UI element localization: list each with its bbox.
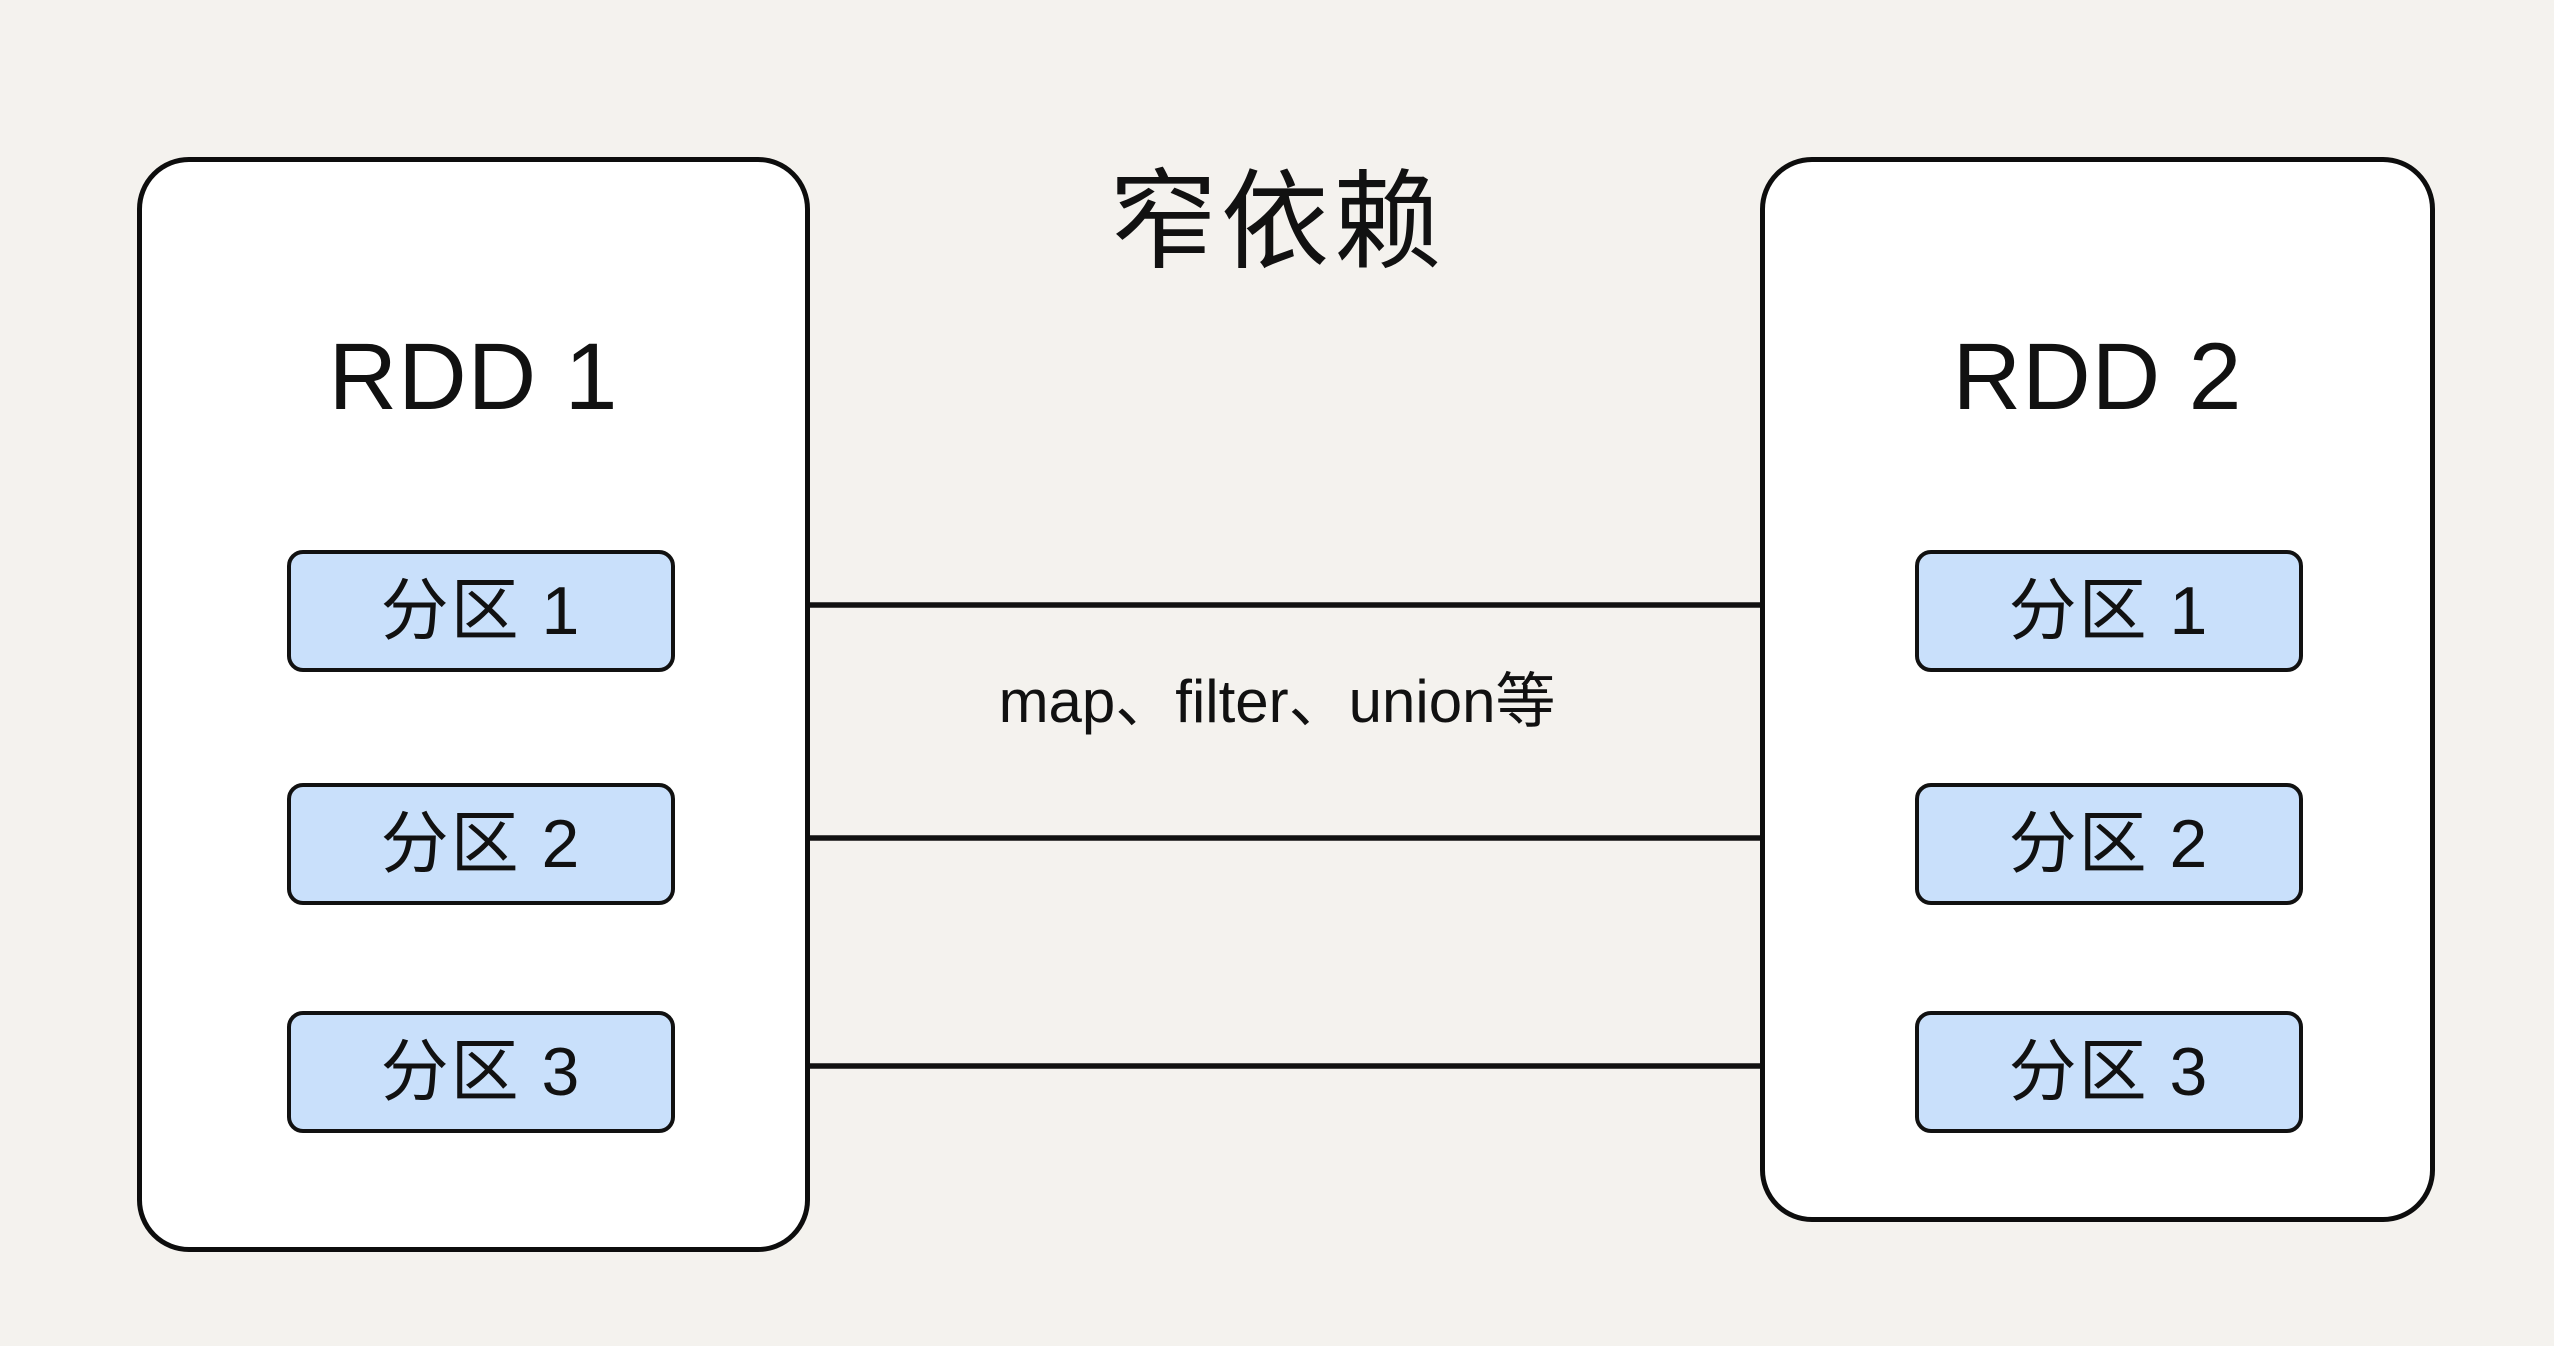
rdd1-partition-1-label: 分区 1 — [380, 573, 582, 649]
rdd2-partition-3: 分区 3 — [1915, 1011, 2303, 1133]
rdd1-container: RDD 1 分区 1 分区 2 分区 3 — [137, 157, 810, 1252]
rdd2-partition-1: 分区 1 — [1915, 550, 2303, 672]
diagram-title: 窄依赖 — [1108, 161, 1445, 282]
rdd2-partition-2: 分区 2 — [1915, 783, 2303, 905]
rdd1-partition-3: 分区 3 — [287, 1011, 675, 1133]
rdd1-partition-2-label: 分区 2 — [380, 806, 582, 882]
operations-label: map、filter、union等 — [998, 668, 1556, 735]
rdd2-partition-3-label: 分区 3 — [2008, 1034, 2210, 1110]
rdd1-partition-3-label: 分区 3 — [380, 1034, 582, 1110]
rdd2-container: RDD 2 分区 1 分区 2 分区 3 — [1760, 157, 2435, 1222]
rdd1-partition-1: 分区 1 — [287, 550, 675, 672]
rdd1-partition-2: 分区 2 — [287, 783, 675, 905]
rdd2-partition-2-label: 分区 2 — [2008, 806, 2210, 882]
rdd2-partition-1-label: 分区 1 — [2008, 573, 2210, 649]
rdd2-title: RDD 2 — [1952, 324, 2243, 430]
rdd1-title: RDD 1 — [328, 324, 619, 430]
